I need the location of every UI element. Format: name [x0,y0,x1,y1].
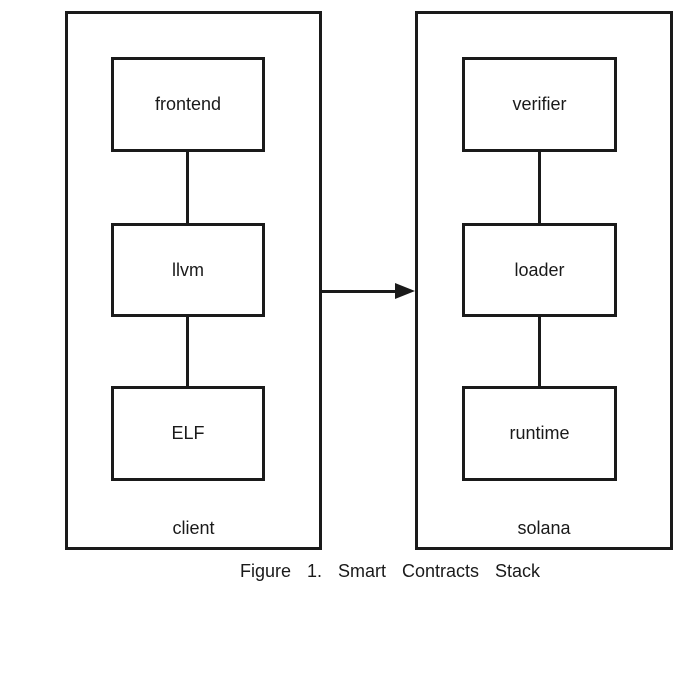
node-elf-label: ELF [171,423,205,443]
solana-container-label: solana [517,517,571,538]
figure-caption: Figure 1. Smart Contracts Stack [239,561,541,581]
client-container-label: client [172,517,215,538]
node-loader-label: loader [514,259,565,280]
connector-llvm-elf [186,317,189,386]
connector-verifier-loader [538,152,541,223]
node-frontend: frontend [111,57,265,152]
node-elf: ELF [111,386,265,481]
node-llvm-label: llvm [172,259,204,280]
arrow-client-to-solana [322,290,400,293]
node-runtime: runtime [462,386,617,481]
connector-loader-runtime [538,317,541,386]
node-verifier: verifier [462,57,617,152]
node-llvm: llvm [111,223,265,317]
node-loader: loader [462,223,617,317]
node-runtime-label: runtime [509,423,570,443]
arrowhead-right-icon [395,283,415,299]
node-verifier-label: verifier [512,94,567,114]
node-frontend-label: frontend [154,94,222,114]
connector-frontend-llvm [186,152,189,223]
